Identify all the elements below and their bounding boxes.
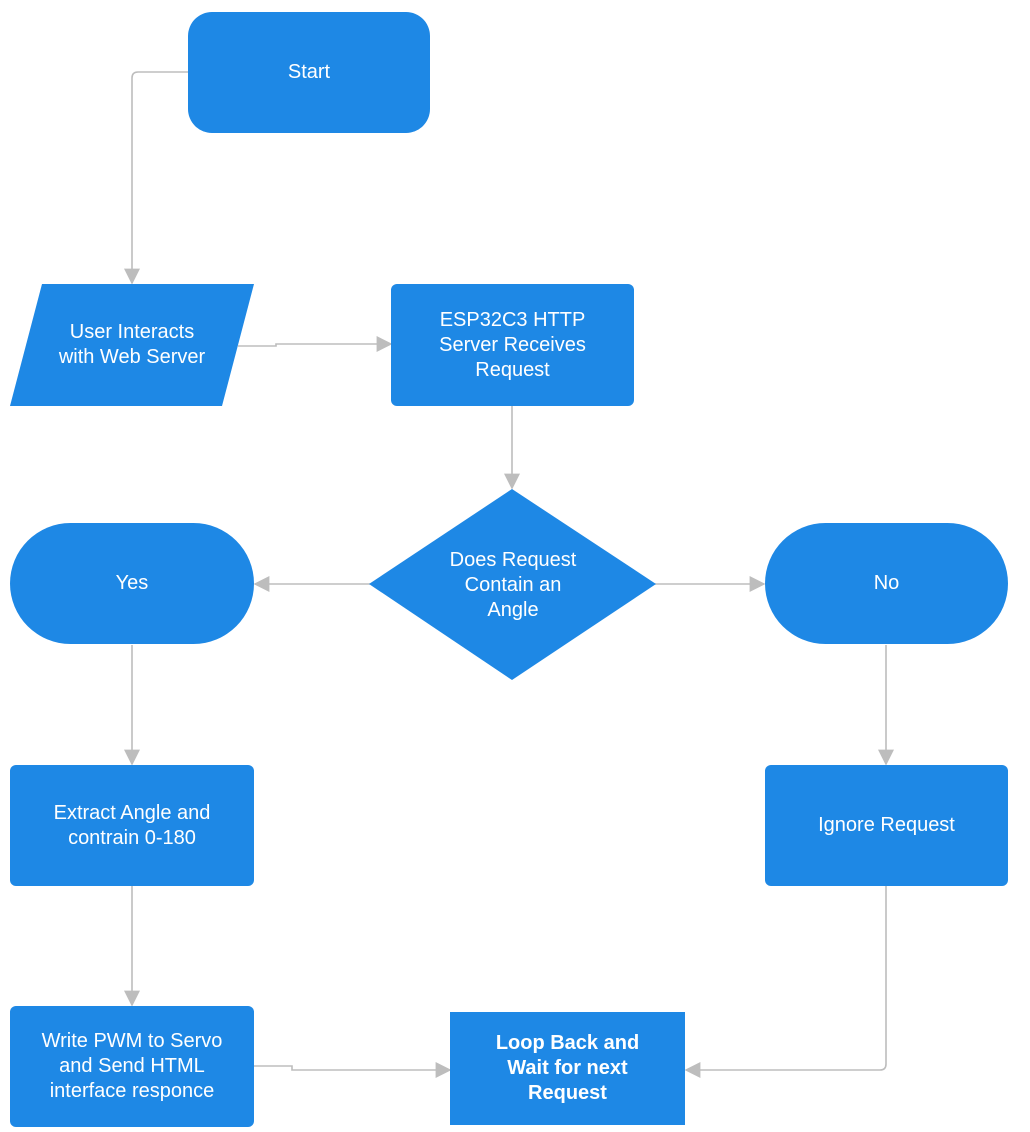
extract-angle-node xyxy=(10,765,254,886)
loop-back-node xyxy=(450,1012,685,1125)
server-receives-node xyxy=(391,284,634,406)
edge-write-to-loop xyxy=(254,1062,452,1078)
user-interacts-node xyxy=(10,284,254,406)
decision-node xyxy=(369,489,656,680)
yes-node xyxy=(10,523,254,644)
no-node xyxy=(765,523,1008,644)
ignore-request-node xyxy=(765,765,1008,886)
start-node xyxy=(188,12,430,133)
write-pwm-node xyxy=(10,1006,254,1127)
edge-user-to-server xyxy=(238,336,393,352)
edge-ignore-to-loop xyxy=(684,886,887,1078)
edge-start-to-user xyxy=(124,71,188,285)
